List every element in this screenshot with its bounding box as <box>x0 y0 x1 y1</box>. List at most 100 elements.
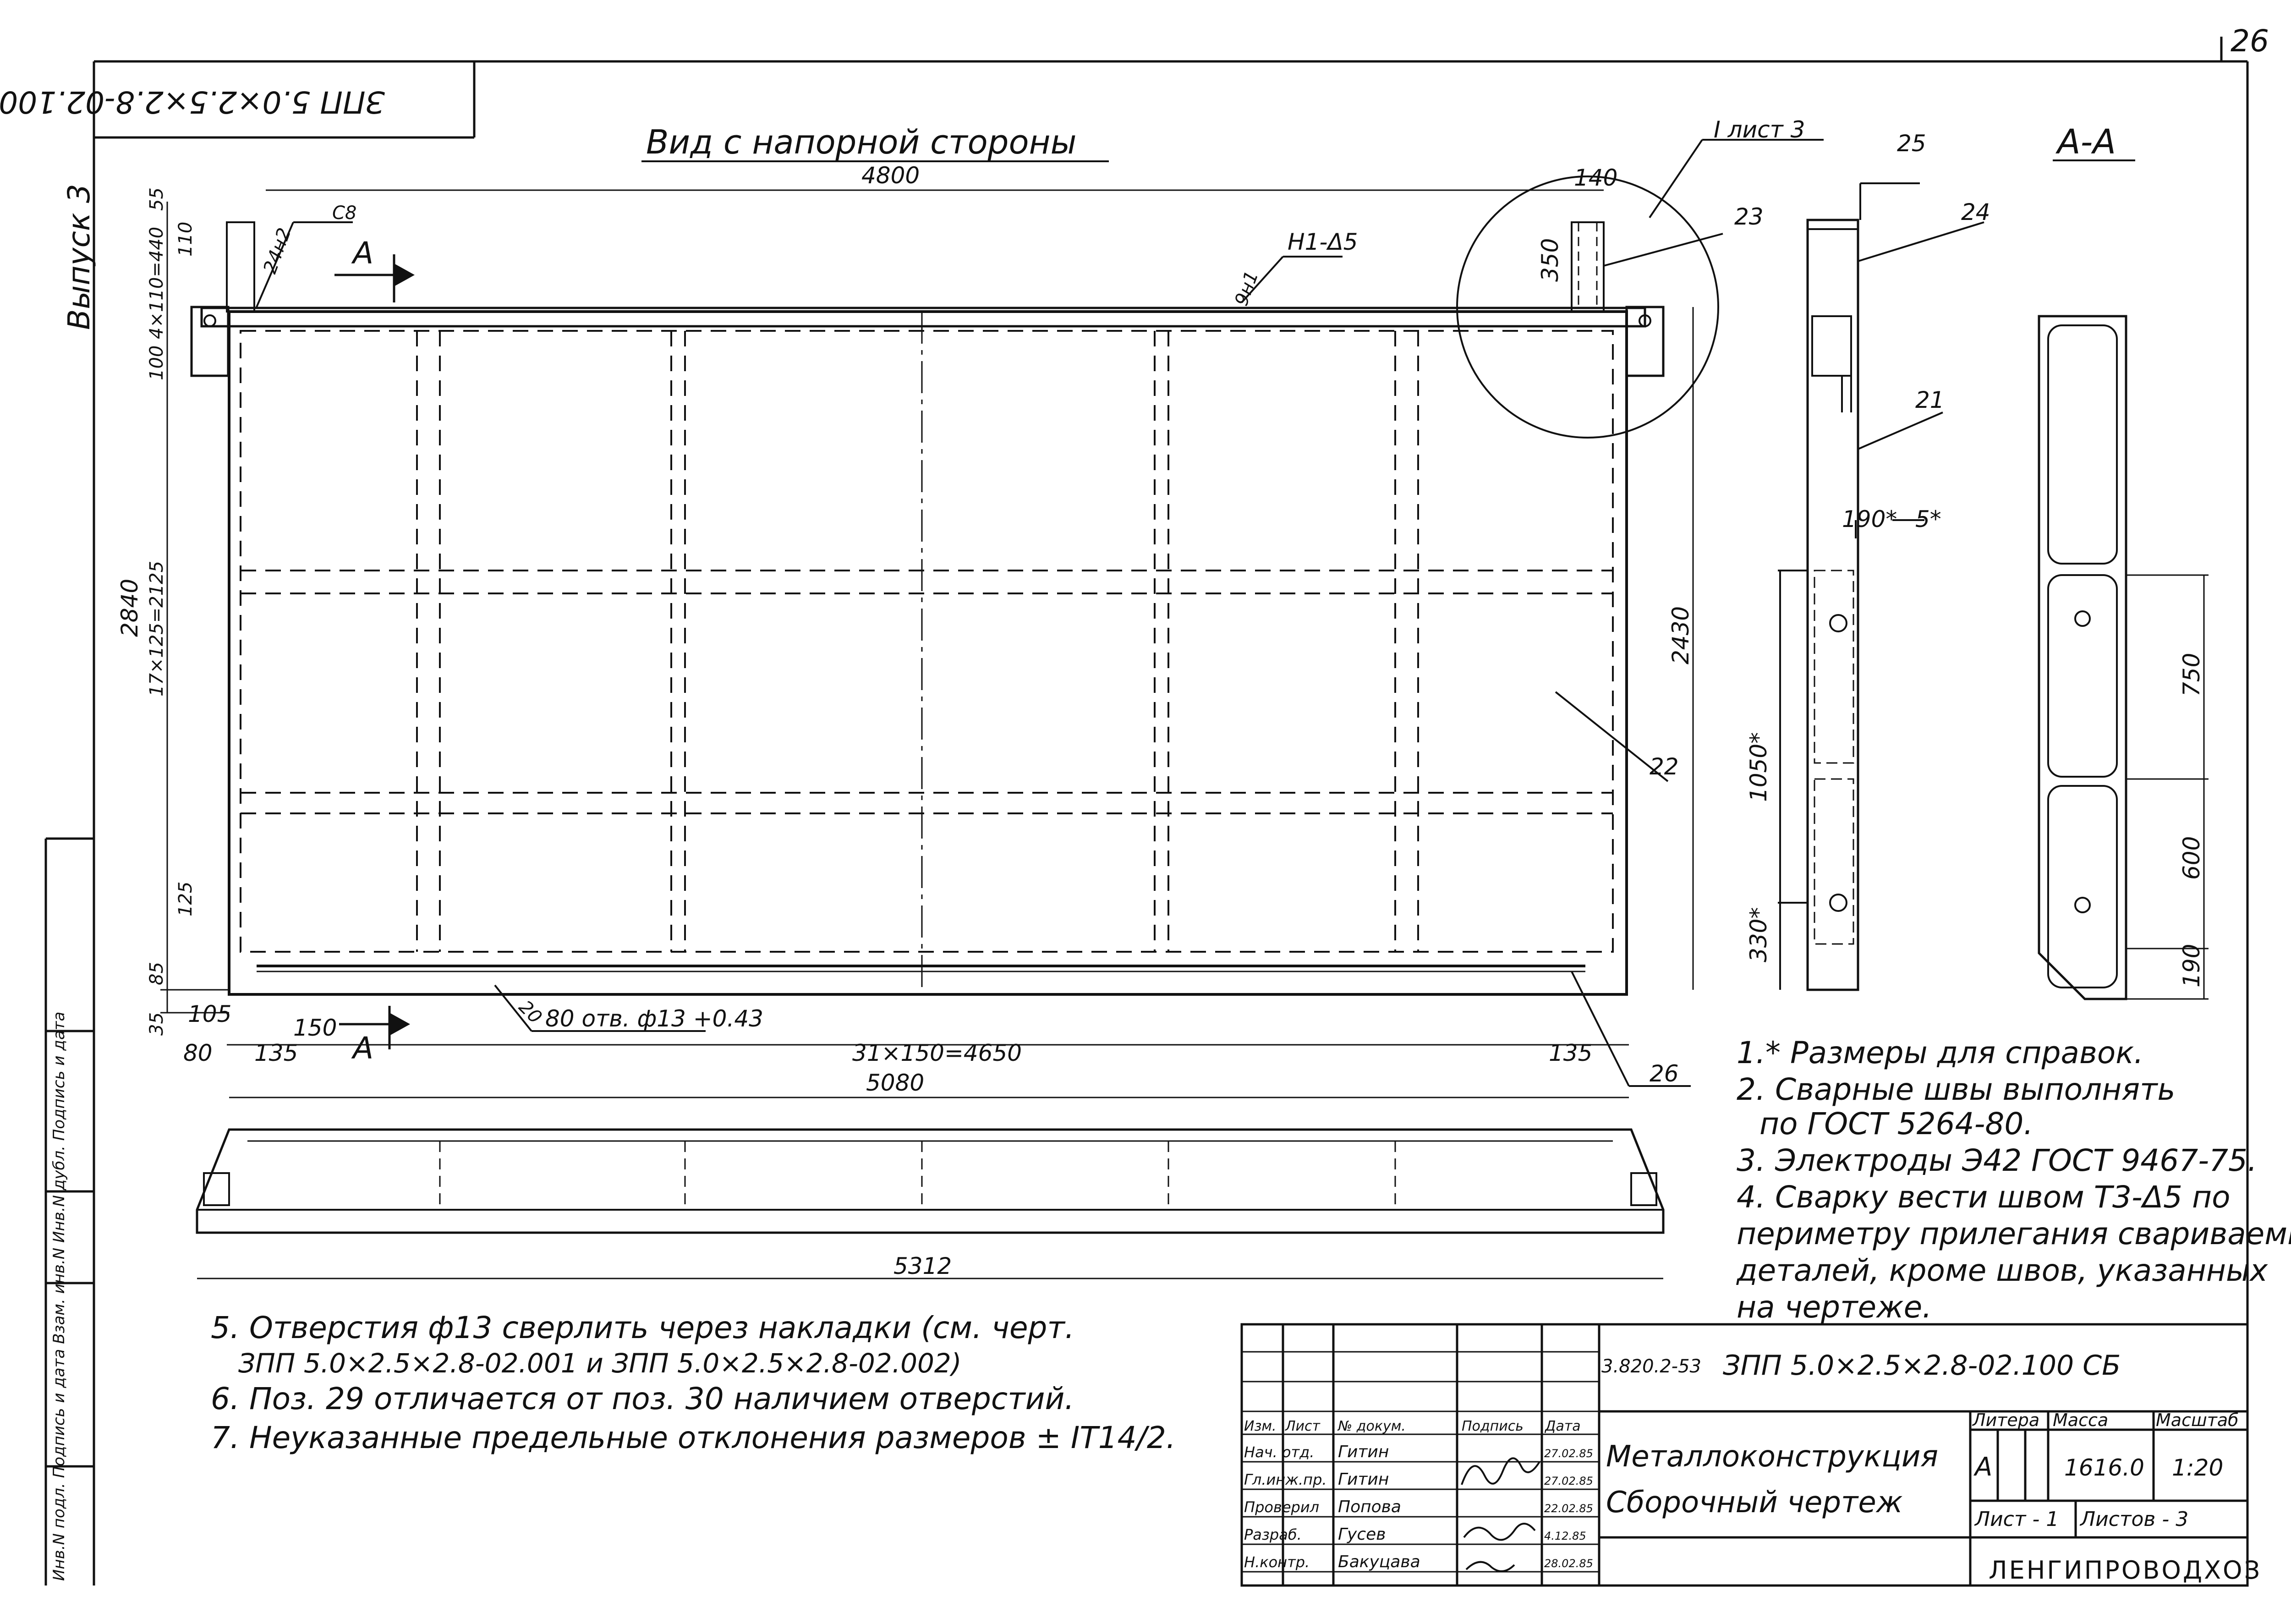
note-2a: 2. Сварные швы выполнять <box>1737 1072 2175 1107</box>
row2-name: Гитин <box>1338 1470 1389 1489</box>
note-4d: на чертеже. <box>1737 1289 1932 1325</box>
hdr-date: Дата <box>1544 1418 1581 1434</box>
row3-name: Попова <box>1338 1498 1401 1516</box>
organization: ЛЕНГИПРОВОДХОЗ <box>1989 1556 2262 1585</box>
notes-right: 1.* Размеры для справок. 2. Сварные швы … <box>1736 1035 2291 1325</box>
row1-date: 27.02.85 <box>1544 1447 1593 1460</box>
page-number: 26 <box>2231 23 2269 59</box>
note-4b: периметру прилегания свариваемых <box>1737 1216 2291 1251</box>
drawing-code: ЗПП 5.0×2.5×2.8-02.100 СБ <box>1723 1350 2121 1382</box>
row1-name: Гитин <box>1338 1443 1389 1461</box>
scale-value: 1:20 <box>2172 1454 2223 1481</box>
section-marker-bottom: А <box>351 1031 373 1066</box>
row4-date: 4.12.85 <box>1544 1530 1586 1542</box>
dim-140: 140 <box>1574 165 1617 191</box>
dim-35: 35 <box>146 1012 167 1036</box>
dim-110: 110 <box>175 222 196 257</box>
note-3: 3. Электроды Э42 ГОСТ 9467-75. <box>1737 1143 2257 1178</box>
dim-750: 750 <box>2178 653 2205 697</box>
note-6: 6. Поз. 29 отличается от поз. 30 наличие… <box>211 1381 1074 1416</box>
note-4c: деталей, кроме швов, указанных <box>1736 1253 2268 1288</box>
left-margin-stamp <box>44 837 95 1586</box>
dim-80: 80 <box>183 1040 213 1066</box>
name-line1: Металлоконструкция <box>1606 1440 1938 1474</box>
weld-24n2: 24н2 <box>259 225 295 276</box>
weld-20: 20 <box>515 997 546 1028</box>
side-view: 190* 5* 1050* 330* <box>1745 182 1984 991</box>
mass-value: 1616.0 <box>2064 1454 2144 1481</box>
hdr-list: Лист <box>1285 1418 1321 1434</box>
notes-bottom: 5. Отверстия ф13 сверлить через накладки… <box>211 1310 1176 1455</box>
dim-150: 150 <box>293 1015 337 1041</box>
dim-2840: 2840 <box>116 579 143 637</box>
note-4a: 4. Сварку вести швом Т3-Δ5 по <box>1737 1180 2231 1215</box>
name-line2: Сборочный чертеж <box>1606 1486 1903 1520</box>
dim-5312: 5312 <box>893 1253 952 1279</box>
section-a-a: 750 600 190 <box>2038 315 2209 1000</box>
dim-31x150: 31×150=4650 <box>852 1040 1022 1066</box>
dim-2430: 2430 <box>1667 606 1694 664</box>
hdr-doc: № докум. <box>1337 1418 1406 1434</box>
front-view: А А <box>190 139 1824 1087</box>
dim-5-star: 5* <box>1915 506 1941 532</box>
hdr-sign: Подпись <box>1462 1418 1524 1434</box>
note-2b: по ГОСТ 5264-80. <box>1759 1106 2033 1141</box>
dim-1050-star: 1050* <box>1745 732 1772 802</box>
note-5b: ЗПП 5.0×2.5×2.8-02.001 и ЗПП 5.0×2.5×2.8… <box>238 1348 961 1379</box>
view-title: Вид с напорной стороны <box>646 123 1076 161</box>
row5-date: 28.02.85 <box>1544 1557 1593 1570</box>
dim-135-right: 135 <box>1549 1040 1592 1066</box>
row2-date: 27.02.85 <box>1544 1475 1593 1487</box>
dim-105: 105 <box>188 1001 231 1027</box>
pos-26: 26 <box>1650 1060 1679 1087</box>
litera-label: Литера <box>1972 1410 2039 1430</box>
detail-ref: I лист 3 <box>1714 116 1805 143</box>
dim-330-star: 330* <box>1745 907 1772 962</box>
dim-4x110: 4×110=440 <box>146 227 167 339</box>
pos-25: 25 <box>1897 130 1926 157</box>
pos-23: 23 <box>1734 203 1764 230</box>
note-1: 1.* Размеры для справок. <box>1737 1035 2143 1070</box>
dim-85: 85 <box>146 962 167 985</box>
row4-name: Гусев <box>1338 1525 1386 1544</box>
front-dimension-lines <box>160 189 1694 1098</box>
mass-label: Масса <box>2053 1410 2108 1430</box>
plan-view: 5312 <box>196 1128 1665 1279</box>
left-margin-text: Инв.N подл. Подпись и дата Взам. инв.N И… <box>50 1012 68 1581</box>
dim-4800: 4800 <box>861 162 920 189</box>
title-block-frame <box>1240 1323 2249 1587</box>
dim-55: 55 <box>146 187 167 211</box>
litera-value: А <box>1973 1452 1992 1482</box>
scale-label: Масштаб <box>2156 1410 2239 1430</box>
dim-190: 190 <box>2178 944 2205 988</box>
weld-c8: С8 <box>332 203 356 224</box>
row2-role: Гл.инж.пр. <box>1244 1471 1327 1488</box>
hdr-izm: Изм. <box>1244 1418 1277 1434</box>
dim-135-left: 135 <box>254 1040 298 1066</box>
sheets-total: Листов - 3 <box>2079 1508 2188 1531</box>
dim-350: 350 <box>1537 238 1563 282</box>
note-7: 7. Неуказанные предельные отклонения раз… <box>211 1420 1176 1455</box>
section-marker-top: А <box>351 236 373 271</box>
weld-9n1: 9н1 <box>1231 268 1263 308</box>
holes-note: 80 отв. ф13 +0.43 <box>545 1005 763 1032</box>
pos-22: 22 <box>1650 753 1679 780</box>
dim-100: 100 <box>146 346 167 380</box>
sheet-no: Лист - 1 <box>1974 1508 2059 1531</box>
row5-role: Н.контр. <box>1244 1553 1310 1571</box>
note-5a: 5. Отверстия ф13 сверлить через накладки… <box>211 1310 1074 1345</box>
row1-role: Нач. отд. <box>1244 1443 1314 1461</box>
row4-role: Разраб. <box>1244 1526 1302 1543</box>
section-title: А-А <box>2055 122 2116 162</box>
weld-h1: Н1-Δ5 <box>1288 229 1358 255</box>
dim-190-star: 190* <box>1842 506 1897 532</box>
pos-24: 24 <box>1961 199 1990 225</box>
dim-17x125: 17×125=2125 <box>146 561 167 697</box>
row3-role: Проверил <box>1244 1498 1319 1516</box>
signatures <box>1461 1457 1540 1572</box>
dim-600: 600 <box>2178 836 2205 880</box>
row3-date: 22.02.85 <box>1544 1502 1593 1515</box>
